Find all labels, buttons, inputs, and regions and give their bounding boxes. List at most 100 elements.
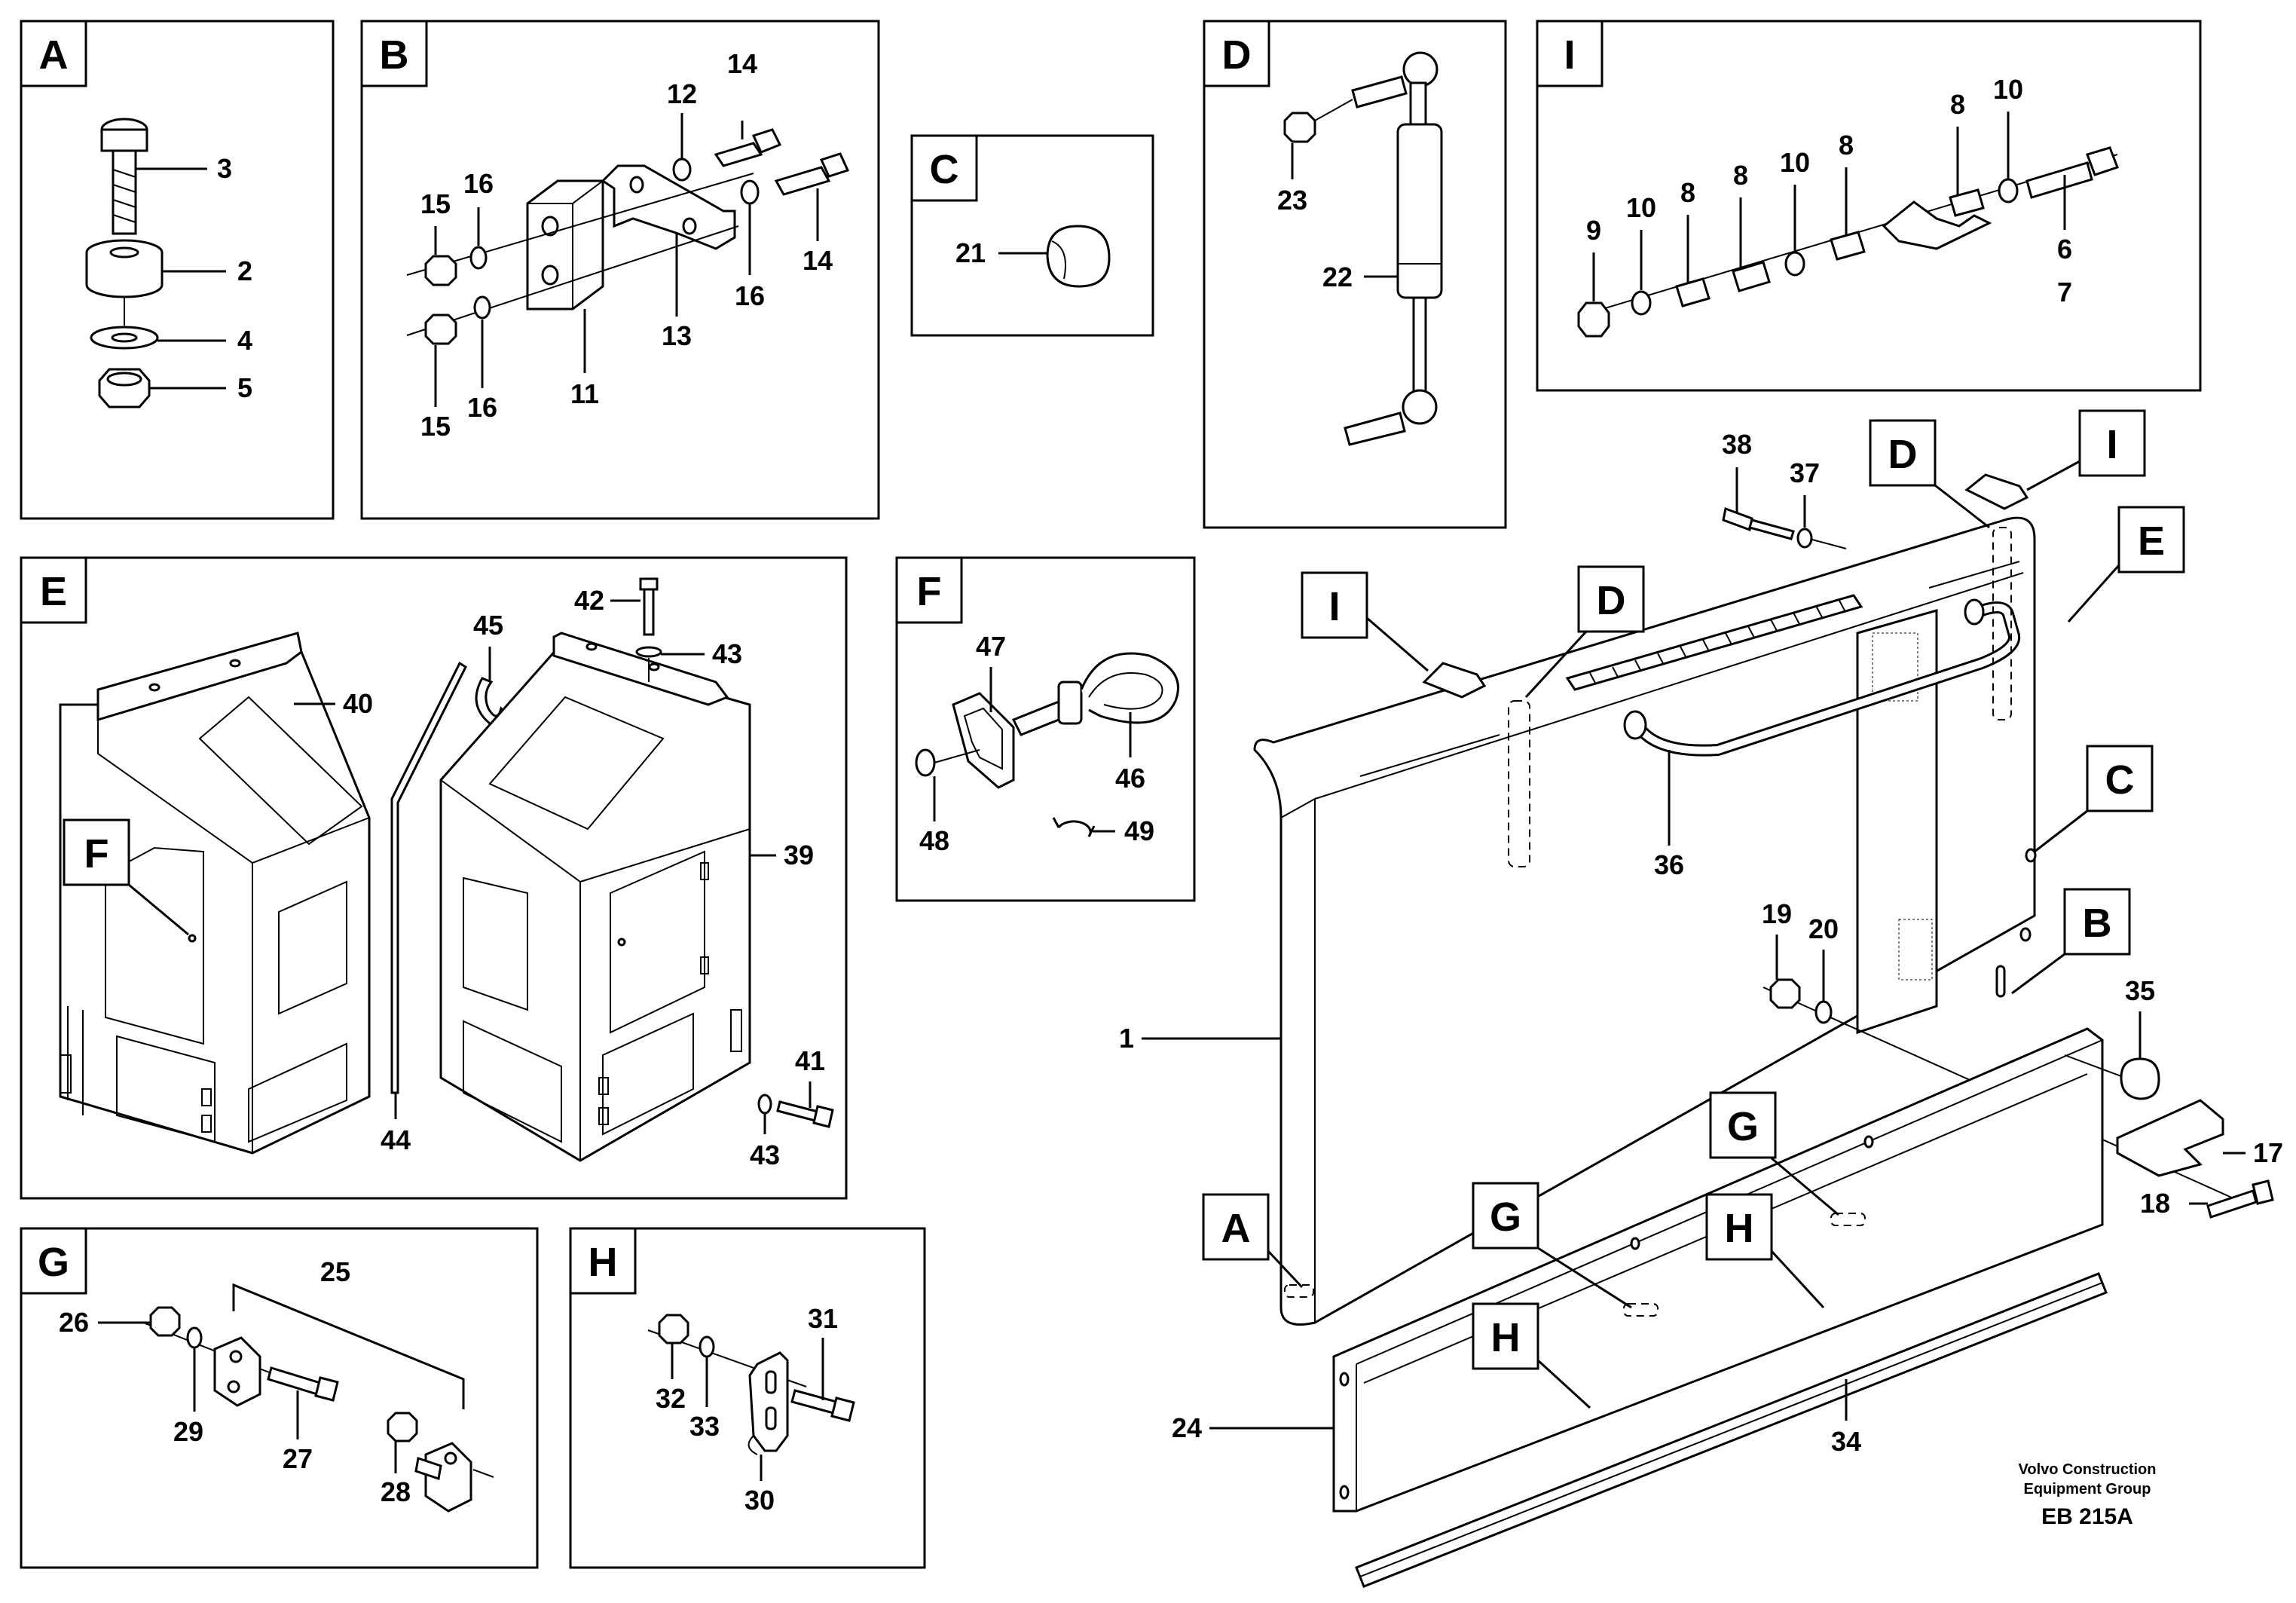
bracket-25 (232, 1283, 465, 1409)
striker-plate (748, 1351, 789, 1452)
part-number-33: 33 (689, 1411, 720, 1442)
part-number-10-a: 10 (1626, 192, 1656, 223)
part-number-45: 45 (473, 610, 503, 641)
detail-panel-c: C 21 (910, 134, 1154, 337)
callout-a-box (1202, 1193, 1270, 1261)
bolt-27-shank (267, 1366, 322, 1396)
detail-panel-g: G 26 29 27 28 25 (20, 1227, 539, 1569)
door-knob-left (188, 934, 197, 943)
gas-spring-ghost-left (1508, 700, 1530, 867)
bolt-shank (112, 149, 137, 235)
cover-left-lower-hatch (116, 1035, 216, 1143)
bolt-41-head (812, 1105, 834, 1128)
panel-a-tag-box (20, 20, 87, 87)
part-number-40: 40 (343, 688, 373, 719)
washer-10-c (1998, 178, 2019, 203)
gas-spring-cylinder (1396, 123, 1443, 299)
axis-line-d (1314, 99, 1353, 121)
callout-d-left-tag: D (1597, 578, 1626, 623)
spacer-hole (109, 246, 139, 258)
plate-hole-2 (227, 1380, 240, 1393)
channel-hole-4 (1863, 1135, 1874, 1149)
callout-c-tag: C (2105, 757, 2135, 803)
detail-panel-f: F 47 46 48 49 (895, 556, 1196, 902)
part-number-16-right: 16 (735, 280, 765, 311)
detail-panel-i: I 9 10 8 8 10 8 8 10 6 7 (1536, 20, 2202, 392)
part-number-17: 17 (2253, 1137, 2283, 1168)
bushing-8-a (1675, 277, 1711, 307)
washer-20 (1814, 1000, 1833, 1024)
flange-hole-1 (148, 683, 161, 692)
hinge-block (526, 179, 604, 311)
callout-g-right-leader (1770, 1156, 1839, 1216)
vent-mesh-upper (1872, 632, 1918, 702)
callout-g-right-tag: G (1727, 1104, 1759, 1149)
bolt-27-head (314, 1376, 339, 1402)
hinge-tab-right (1964, 473, 2029, 510)
callout-g-left-box (1472, 1182, 1539, 1250)
part-number-10-b: 10 (1780, 147, 1810, 178)
part-number-12: 12 (667, 78, 697, 109)
vent-mesh-lower (1898, 919, 1933, 980)
vent-slots (1565, 594, 1863, 691)
callout-c-box (2086, 745, 2154, 812)
handle-end-right (1964, 598, 1985, 626)
cover-left-rib (67, 1006, 84, 1115)
cover-right-flange (552, 632, 729, 706)
part-number-44: 44 (381, 1124, 411, 1155)
part-number-5: 5 (237, 372, 252, 403)
flange-hole-2 (229, 659, 241, 668)
bushing-8-c (1830, 231, 1866, 261)
gas-spring-rod (1412, 296, 1427, 397)
panel-e-tag: E (40, 569, 67, 614)
part-number-29: 29 (173, 1416, 203, 1447)
cover-left-lower-panel (248, 1042, 347, 1143)
panel-h-frame (569, 1227, 926, 1569)
plate-hole-1 (229, 1350, 243, 1363)
callout-h-left-tag: H (1491, 1315, 1521, 1360)
callout-b-box (2063, 888, 2131, 956)
axis-line-upper (406, 173, 754, 276)
callout-i-left-box (1301, 571, 1368, 639)
part-number-43-bottom: 43 (750, 1140, 780, 1170)
axis-line-35 (2064, 1054, 2122, 1077)
part-number-48: 48 (919, 825, 949, 856)
bolt-right-head (819, 152, 850, 178)
detail-panel-h: H 32 33 31 30 (569, 1227, 926, 1569)
plug-rim (1051, 240, 1066, 280)
striker-slot-1 (765, 1370, 777, 1394)
panel-b-tag-box (360, 20, 428, 87)
washer-48 (915, 748, 936, 777)
callout-f-leader (128, 883, 189, 936)
hatch-latch-2 (201, 1115, 212, 1133)
axis-line-f (934, 749, 980, 763)
main-assembly: 1 24 34 36 38 37 19 20 35 17 18 I D D I (1119, 409, 2283, 1588)
panel-c-tag-box (910, 134, 978, 202)
channel-hole-1 (1339, 1372, 1350, 1387)
callout-i-left-tag: I (1328, 584, 1340, 629)
panel-i-frame (1536, 20, 2202, 392)
block-hole-upper (541, 216, 559, 237)
part-number-39: 39 (784, 840, 814, 870)
part-number-43-top: 43 (712, 638, 742, 669)
bolt-thread (112, 169, 136, 223)
cover-left-fold (97, 705, 370, 864)
panel-d-tag-box (1203, 20, 1270, 87)
panel-f-frame (895, 556, 1196, 902)
channel-hole-3 (1630, 1237, 1640, 1250)
hinge-leaf (1882, 200, 1992, 250)
part-number-38: 38 (1722, 429, 1752, 460)
part-number-20: 20 (1808, 913, 1839, 944)
door-panel (1253, 516, 2036, 1326)
striker-hook (747, 1435, 758, 1455)
callout-f-tag: F (84, 831, 109, 876)
washer-29 (186, 1326, 203, 1349)
stud-lower (1344, 411, 1406, 446)
washer-33 (699, 1335, 715, 1358)
detail-panel-d: D 23 22 (1203, 20, 1507, 529)
callout-g-left-leader (1537, 1247, 1632, 1309)
part-number-28: 28 (381, 1476, 411, 1507)
panel-f-tag: F (917, 569, 942, 614)
part-number-3: 3 (217, 153, 232, 184)
callout-e-leader (2067, 564, 2120, 623)
